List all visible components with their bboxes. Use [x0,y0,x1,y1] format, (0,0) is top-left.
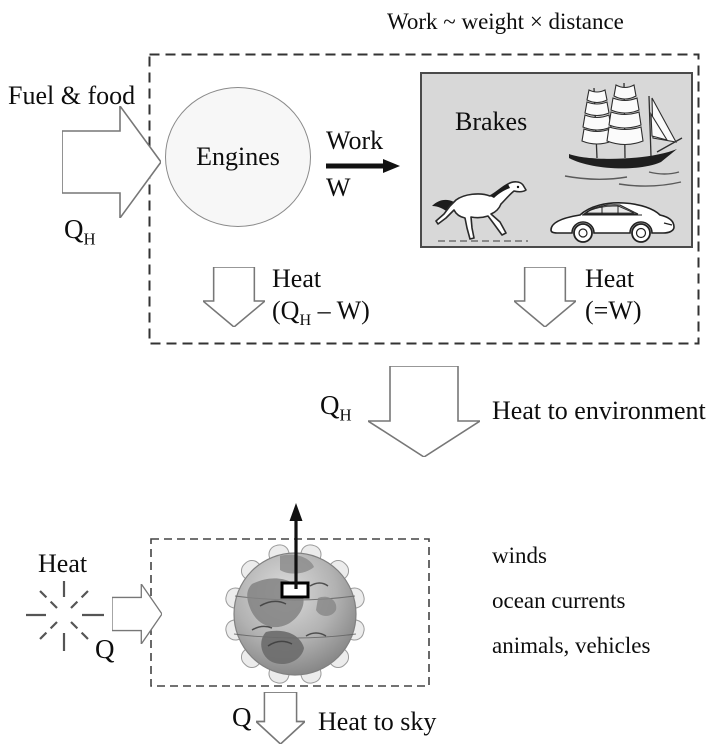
brakes-label: Brakes [455,107,528,136]
work-label: Work [326,126,384,155]
work-output-group: Work W [326,126,400,202]
earth-globe-icon [225,544,365,684]
earth-emission-arrow [289,503,303,589]
brake-heat-formula: (=W) [585,296,642,325]
qh-subscript: H [83,229,96,249]
car-icon [550,202,675,243]
engines-label: Engines [196,141,280,171]
fuel-input-arrow [62,106,161,218]
brake-heat-label: Heat [585,264,635,293]
solar-input-arrow [112,584,162,644]
environment-heat-label: Heat to environment [492,396,706,425]
process-ocean-currents: ocean currents [492,588,626,613]
heat-input-symbol: QH [64,214,96,249]
solar-input-symbol: Q [95,634,115,664]
engine-heat-arrow [203,267,265,327]
brake-heat-text: Heat (=W) [585,263,642,327]
sky-heat-label: Heat to sky [318,707,437,736]
sky-heat-arrow [256,692,305,744]
engine-system-boundary [148,53,700,345]
horse-icon [432,181,528,242]
engine-heat-text: Heat (QH – W) [272,263,370,330]
sailing-ship-icon [564,82,683,187]
brakes-box: Brakes [420,72,693,248]
brake-heat-arrow [514,267,576,327]
engine-heat-label: Heat [272,264,322,293]
work-definition-caption: Work ~ weight × distance [387,9,624,34]
work-symbol: W [326,172,351,202]
environment-heat-symbol: QH [320,390,352,425]
sky-heat-symbol: Q [232,702,252,732]
sunburst-icon [26,581,104,651]
earth-system-boundary [150,538,430,687]
earth-processes-list: winds ocean currents animals, vehicles [492,543,650,659]
work-arrow [326,158,400,173]
environment-heat-arrow [368,366,480,457]
engine-heat-formula: (QH – W) [272,296,370,330]
process-animals-vehicles: animals, vehicles [492,633,651,658]
process-winds: winds [492,543,547,568]
solar-heat-label: Heat [38,549,88,578]
engines-node: Engines [165,87,311,227]
fuel-food-label: Fuel & food [8,81,136,110]
qh-base: Q [64,214,84,244]
